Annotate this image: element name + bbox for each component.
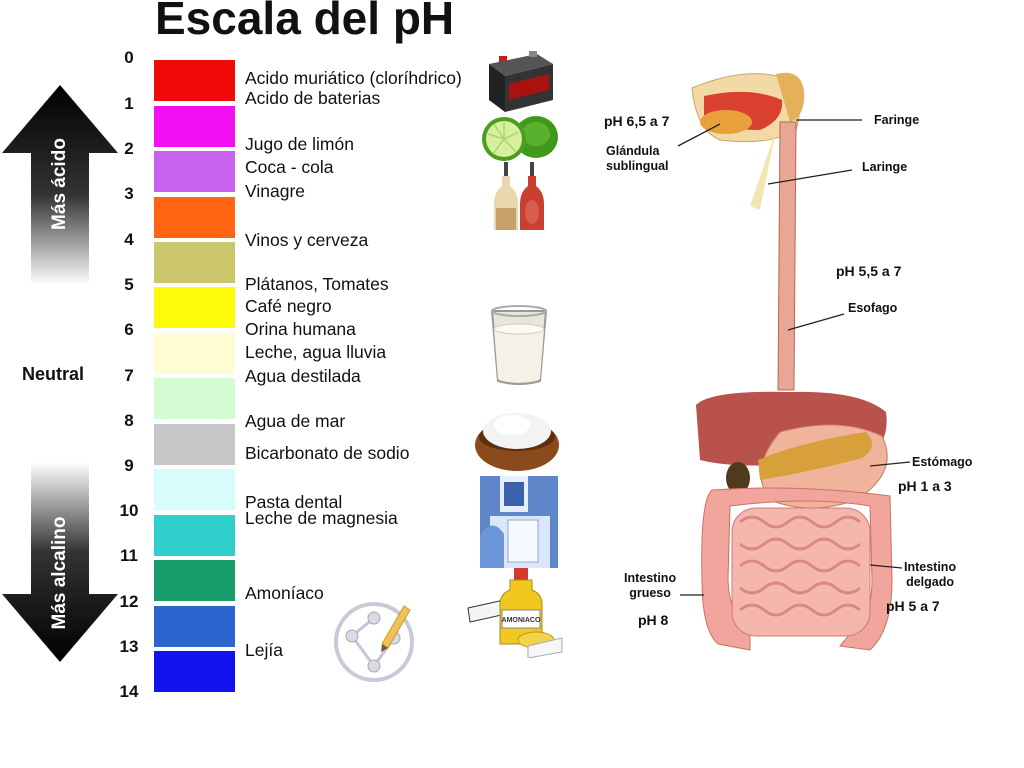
ph-small-intestine: pH 5 a 7	[886, 598, 940, 614]
ph-band-6	[154, 333, 235, 374]
ph-band-2	[154, 151, 235, 192]
bottle-icon	[490, 162, 550, 239]
neutral-label: Neutral	[22, 364, 85, 384]
substance-label: Café negro	[245, 296, 332, 316]
ph-number-5: 5	[124, 275, 134, 294]
substance-label: Vinos y cerveza	[245, 230, 369, 250]
bottle-icon: AMONIACO	[466, 568, 564, 663]
digestive-system-illustration	[677, 72, 911, 651]
acid-arrow-label: Más ácido	[49, 138, 70, 230]
label-faringe: Faringe	[874, 113, 920, 127]
label-laringe: Laringe	[862, 160, 908, 174]
substance-label: Acido de baterias	[245, 88, 381, 108]
ph-band-3	[154, 197, 235, 238]
molecule-logo	[330, 596, 422, 689]
substance-label: Bicarbonato de sodio	[245, 443, 410, 463]
ph-number-0: 0	[124, 48, 134, 67]
substance-label: Amoníaco	[245, 583, 324, 603]
ph-number-11: 11	[120, 546, 138, 565]
substance-label: Vinagre	[245, 181, 306, 201]
glass-icon	[488, 305, 550, 392]
substance-label: Pasta dental	[245, 492, 343, 512]
ph-band-9	[154, 469, 235, 510]
ph-large-intestine: pH 8	[638, 612, 669, 628]
substance-label: Jugo de limón	[245, 134, 354, 154]
ph-stomach: pH 1 a 3	[898, 478, 952, 494]
ph-band-7	[154, 378, 235, 419]
bottle-icon	[480, 476, 558, 573]
ph-number-1: 1	[124, 94, 134, 113]
label-glandula: Glándula sublingual	[606, 144, 669, 173]
ph-band-12	[154, 606, 235, 647]
substance-label: Agua destilada	[245, 366, 361, 386]
substance-label: Coca - cola	[245, 157, 334, 177]
ph-number-14: 14	[119, 682, 139, 701]
ph-mouth: pH 6,5 a 7	[604, 113, 670, 129]
acid-arrow: Más ácido	[2, 85, 118, 290]
ph-esophagus: pH 5,5 a 7	[836, 263, 902, 279]
substance-label: Leche de magnesia	[245, 508, 398, 528]
ph-number-8: 8	[124, 411, 134, 430]
substance-label: Plátanos, Tomates	[245, 274, 389, 294]
ph-number-4: 4	[124, 230, 134, 249]
label-estomago: Estómago	[912, 455, 973, 469]
ammonia-label: AMONIACO	[502, 617, 541, 624]
page-title: Escala del pH	[155, 0, 455, 44]
ph-number-10: 10	[119, 501, 139, 520]
substance-label: Lejía	[245, 640, 283, 660]
ph-band-4	[154, 242, 235, 283]
label-esofago: Esofago	[848, 301, 898, 315]
ph-number-13: 13	[119, 637, 139, 656]
lime-icon	[480, 112, 560, 169]
substance-label: Acido muriático (cloríhdrico)	[245, 68, 462, 88]
alkaline-arrow-label: Más alcalino	[49, 516, 70, 630]
substance-label: Leche, agua lluvia	[245, 342, 387, 362]
ph-band-13	[154, 651, 235, 692]
ph-band-5	[154, 287, 235, 328]
substance-label: Agua de mar	[245, 411, 346, 431]
ph-number-7: 7	[124, 366, 134, 385]
ph-number-6: 6	[124, 320, 134, 339]
battery-icon	[485, 50, 555, 121]
label-intestino-delgado: Intestino delgado	[904, 560, 957, 589]
label-intestino-grueso: Intestino grueso	[624, 571, 677, 600]
ph-number-2: 2	[124, 139, 134, 158]
ph-band-1	[154, 106, 235, 147]
digestive-system-diagram: Faringe Laringe Glándula sublingual Esof…	[600, 60, 1004, 665]
ph-number-12: 12	[119, 592, 139, 611]
ph-number-3: 3	[124, 184, 134, 203]
ph-band-10	[154, 515, 235, 556]
bowl-icon	[472, 405, 562, 480]
ph-band-0	[154, 60, 235, 101]
substance-label: Orina humana	[245, 319, 356, 339]
ph-number-9: 9	[124, 456, 134, 475]
ph-band-8	[154, 424, 235, 465]
alkaline-arrow: Más alcalino	[2, 462, 118, 667]
ph-band-11	[154, 560, 235, 601]
